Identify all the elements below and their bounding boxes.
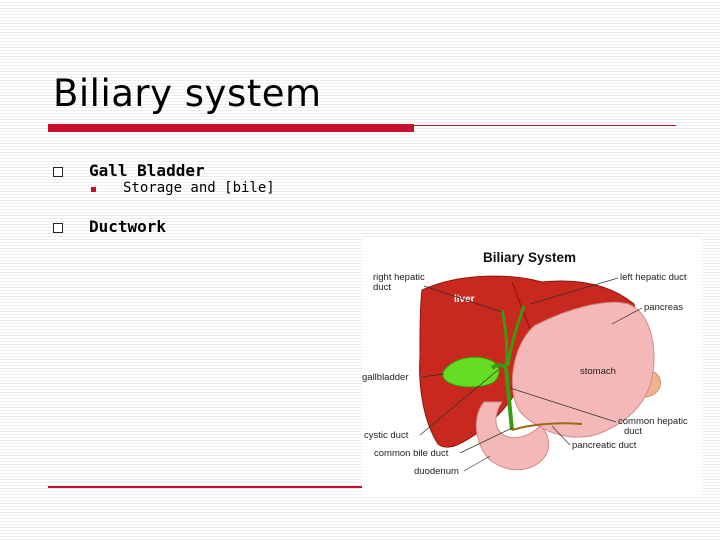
label-right-hepatic-duct: duct	[373, 282, 391, 293]
label-gallbladder: gallbladder	[362, 372, 408, 383]
gallbladder-shape	[442, 356, 500, 388]
pancreatic-duct-line	[511, 422, 583, 431]
label-common-bile-duct: common bile duct	[374, 448, 449, 459]
label-cystic-duct: cystic duct	[364, 430, 409, 441]
stomach-shape	[511, 301, 655, 438]
footer-rule	[48, 486, 362, 488]
label-left-hepatic: left hepatic duct	[620, 272, 687, 283]
bullet-ductwork: Ductwork	[89, 217, 167, 236]
label-common-hepatic-duct: duct	[624, 426, 642, 437]
label-pancreas: pancreas	[644, 302, 683, 313]
duodenum-shape	[475, 401, 549, 471]
label-common-hepatic: common hepatic	[618, 416, 688, 427]
hepatic-duct-lines	[500, 305, 526, 369]
title-underline-thin	[414, 125, 676, 126]
diagram-title: Biliary System	[483, 250, 576, 265]
bullet-gall-bladder: Gall Bladder	[89, 161, 205, 180]
label-stomach: stomach	[580, 366, 616, 377]
label-pancreatic-duct: pancreatic duct	[572, 440, 637, 451]
diagram-canvas: Biliary System right hepatic duct left h…	[362, 250, 688, 477]
sub-bullet-square-icon	[91, 187, 96, 192]
bullet-square-icon	[53, 223, 63, 233]
common-bile-duct-line	[504, 367, 514, 431]
title-underline-accent	[48, 124, 414, 132]
slide-title: Biliary system	[53, 72, 322, 115]
bullet-square-icon	[53, 167, 63, 177]
label-right-hepatic: right hepatic	[373, 272, 425, 283]
biliary-system-diagram: Biliary System right hepatic duct left h…	[362, 238, 702, 496]
sub-bullet-storage-bile: Storage and [bile]	[123, 180, 275, 196]
leader-lines	[419, 277, 643, 472]
label-duodenum: duodenum	[414, 466, 459, 477]
